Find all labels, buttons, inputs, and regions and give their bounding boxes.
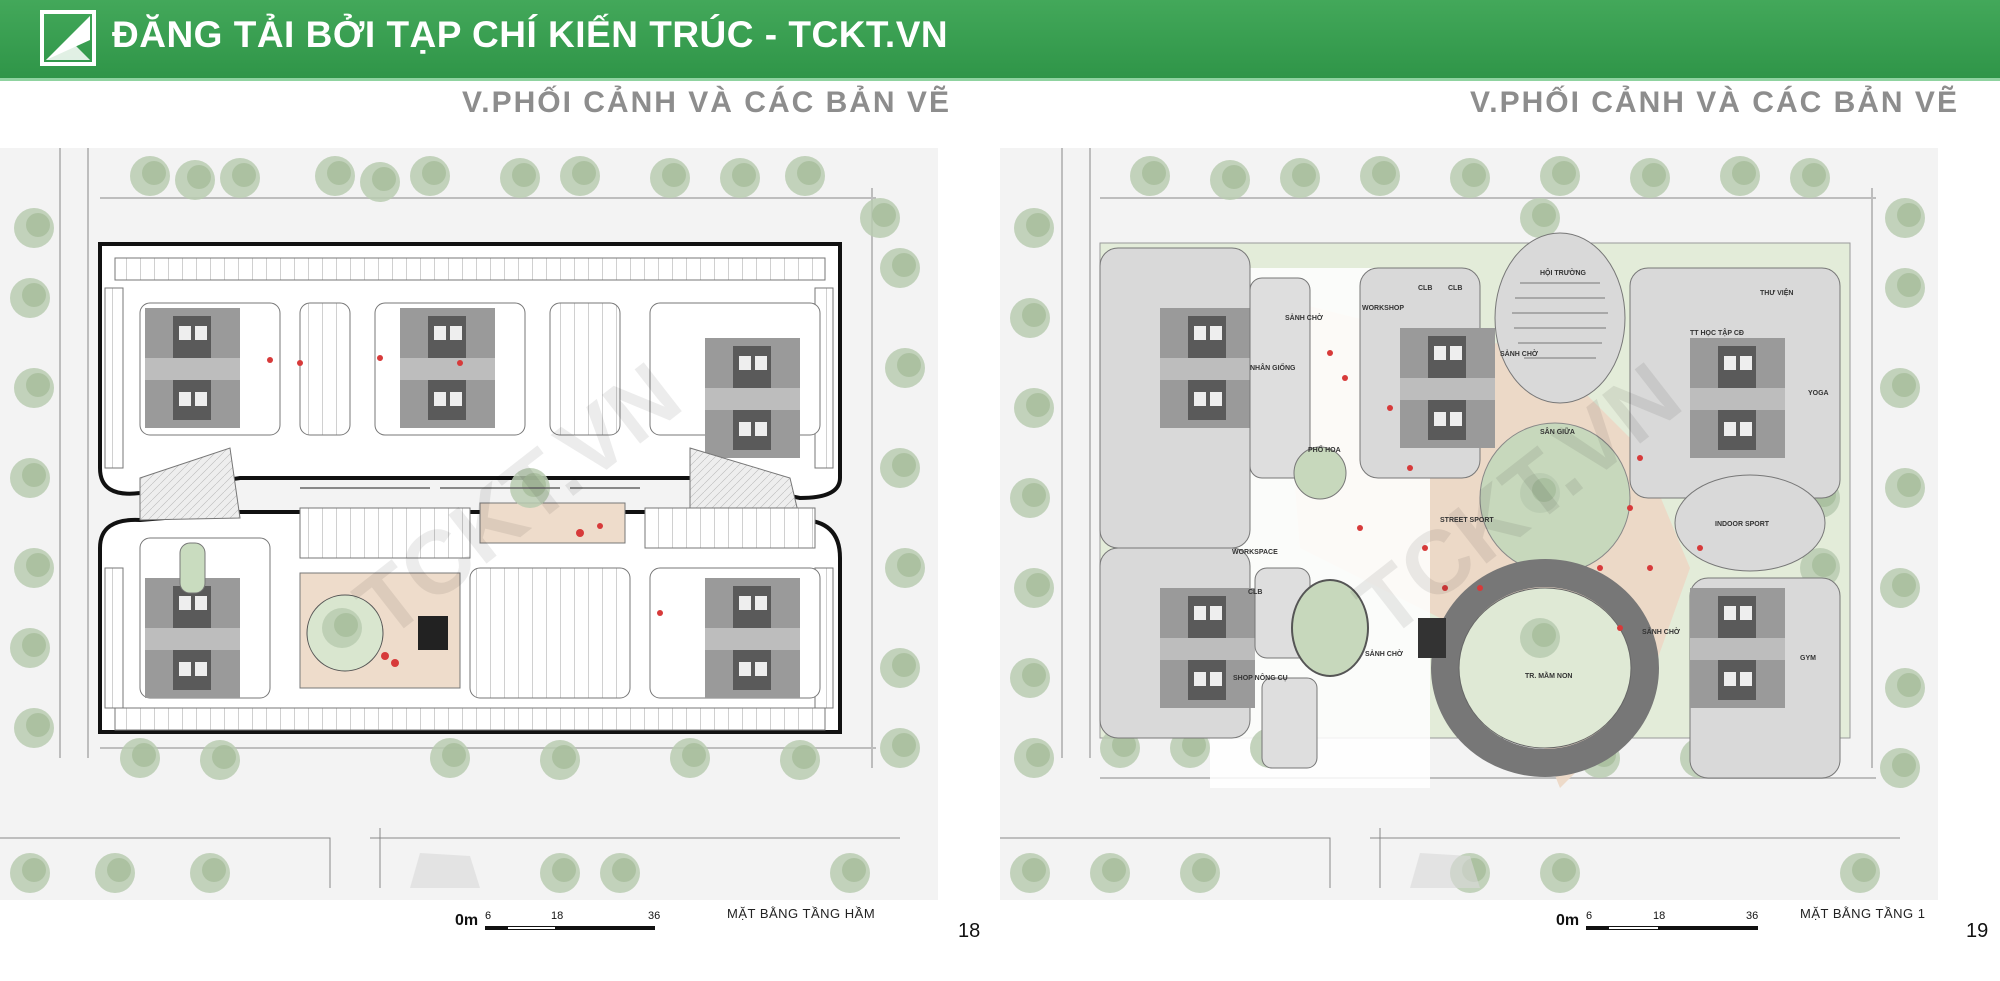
tckt-logo-icon <box>40 10 96 66</box>
label-gym: GYM <box>1800 655 1816 662</box>
left-plan-label: MẶT BẰNG TẦNG HẦM <box>727 906 876 921</box>
scale-tick-6: 6 <box>1586 910 1593 922</box>
right-scale-bar: 0m 6 18 36 <box>1556 908 1766 942</box>
label-clb-2: CLB <box>1448 285 1462 292</box>
left-section-title: V.PHỐI CẢNH VÀ CÁC BẢN VẼ <box>462 86 951 119</box>
label-sanh-cho-1: SẢNH CHỜ <box>1285 313 1323 322</box>
scale-zero: 0m <box>455 912 479 929</box>
right-section-title: V.PHỐI CẢNH VÀ CÁC BẢN VẼ <box>1470 86 1959 119</box>
label-tt-hoc-tap: TT HỌC TẬP CĐ <box>1690 328 1744 337</box>
header-banner: ĐĂNG TẢI BỞI TẠP CHÍ KIẾN TRÚC - TCKT.VN <box>0 0 2000 81</box>
right-plan-label: MẶT BẰNG TẦNG 1 <box>1800 906 1926 921</box>
scale-tick-6: 6 <box>485 910 492 922</box>
label-tr-mam-non: TR. MẦM NON <box>1525 670 1572 680</box>
scale-zero: 0m <box>1556 912 1580 929</box>
label-clb-3: CLB <box>1248 589 1262 596</box>
banner-title: ĐĂNG TẢI BỞI TẠP CHÍ KIẾN TRÚC - TCKT.VN <box>112 14 949 55</box>
label-yoga: YOGA <box>1808 390 1829 397</box>
scale-tick-36: 36 <box>1746 910 1759 922</box>
label-shop-nong-cu: SHOP NÔNG CỤ <box>1233 673 1288 682</box>
right-page-number: 19 <box>1966 920 1989 942</box>
basement-floor-plan: TCKT.VN <box>0 148 938 900</box>
label-sanh-cho-3: SẢNH CHỜ <box>1365 649 1403 658</box>
label-clb-1: CLB <box>1418 285 1432 292</box>
label-san-giua: SÂN GIỮA <box>1540 427 1575 436</box>
scale-tick-18: 18 <box>1653 910 1666 922</box>
scale-tick-36: 36 <box>648 910 661 922</box>
label-hoi-truong: HỘI TRƯỜNG <box>1540 268 1587 277</box>
label-thu-vien: THƯ VIỆN <box>1760 288 1793 297</box>
label-sanh-cho-4: SẢNH CHỜ <box>1642 627 1680 636</box>
label-pho-hoa: PHỐ HOA <box>1308 444 1341 454</box>
label-street-sport: STREET SPORT <box>1440 517 1494 524</box>
label-nhan-giong: NHÂN GIỐNG <box>1250 362 1296 372</box>
label-workspace: WORKSPACE <box>1232 549 1278 556</box>
label-sanh-cho-2: SẢNH CHỜ <box>1500 349 1538 358</box>
left-page-number: 18 <box>958 920 981 942</box>
left-scale-bar: 0m 6 18 36 <box>455 908 675 942</box>
label-workshop: WORKSHOP <box>1362 305 1404 312</box>
label-indoor-sport: INDOOR SPORT <box>1715 521 1770 528</box>
scale-tick-18: 18 <box>551 910 564 922</box>
ground-floor-plan: TCKT.VN SẢNH CHỜ WORKSHOP CLB CLB HỘI TR… <box>1000 148 1938 900</box>
